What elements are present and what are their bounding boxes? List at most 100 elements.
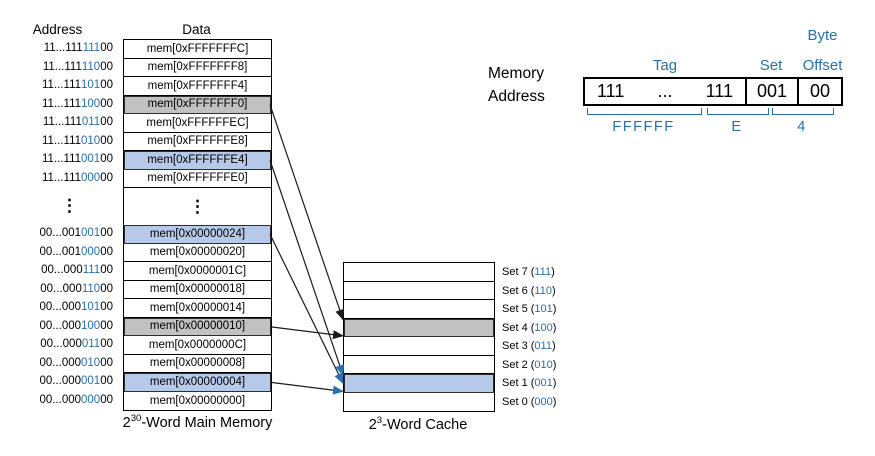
set-bits: 010	[81, 356, 101, 369]
memory-cell: mem[0xFFFFFFF4]	[124, 77, 271, 96]
data-column-header: Data	[182, 22, 211, 37]
memory-cell: mem[0x00000004]	[124, 373, 271, 392]
set-bits: 111	[82, 264, 101, 277]
cache-caption: 23-Word Cache	[343, 415, 493, 433]
caption-base: 2	[368, 417, 377, 433]
cache-set-label: Set 0 (000)	[502, 395, 557, 408]
hex-value-tag: FFFFFF	[612, 119, 675, 135]
mapping-arrow	[269, 233, 344, 385]
cache-set-row	[344, 356, 494, 374]
set-bits: 011	[81, 338, 101, 351]
cache-set-row	[344, 300, 494, 319]
tag-ellipsis: ...	[657, 81, 673, 101]
set-index-bits: 011	[534, 340, 552, 353]
memory-cell: mem[0x00000000]	[149, 394, 246, 407]
set-bits: 100	[81, 97, 101, 110]
set-bits: 001	[81, 375, 101, 388]
tag-field-label: Tag	[652, 57, 678, 74]
hex-bracket-low	[772, 108, 834, 115]
tag-field-value: 111 ... 111	[585, 79, 745, 104]
memory-cell: mem[0x00000018]	[124, 281, 271, 299]
set-bits: 011	[81, 116, 101, 129]
cache-set-label: Set 3 (011)	[502, 340, 556, 353]
mapping-arrow	[269, 326, 344, 340]
set-index-bits: 010	[534, 358, 553, 371]
set-index-bits: 000	[534, 395, 553, 408]
memory-address-label-line1: Memory	[488, 65, 544, 82]
cache-set-label: Set 6 (110)	[502, 284, 556, 297]
set-bits: 100	[81, 319, 101, 332]
memory-cell: mem[0x00000010]	[124, 317, 271, 336]
set-bits: 000	[81, 245, 101, 258]
offset-field-value: 00	[797, 79, 841, 104]
memory-cell: mem[0x00000008]	[124, 355, 271, 373]
cache-set-labels: Set 7 (111) Set 6 (110) Set 5 (101) Set 4 (…	[502, 263, 632, 411]
set-bits: 110	[81, 60, 101, 73]
memory-address-field-box: 111 ... 111 001 00	[583, 77, 843, 106]
set-index-bits: 111	[534, 266, 552, 279]
hex-bracket-mid	[707, 108, 769, 115]
cache-set-label: Set 5 (101)	[502, 303, 557, 316]
offset-field-label: Offset	[802, 57, 843, 74]
byte-field-label: Byte	[807, 27, 838, 44]
cache-set-label: Set 7 (111)	[502, 266, 555, 279]
memory-cell: mem[0x0000001C]	[124, 262, 271, 281]
main-memory-caption: 230-Word Main Memory	[60, 414, 335, 431]
set-bits: 010	[81, 134, 101, 147]
tag-right-bits: 111	[705, 81, 733, 101]
cache-set-label: Set 4 (100)	[502, 321, 557, 334]
caption-base: 2	[122, 415, 131, 431]
caption-rest: -Word Main Memory	[141, 415, 273, 431]
set-index-bits: 100	[534, 321, 553, 334]
set-bits: 110	[81, 282, 101, 295]
set-bits: 000	[81, 171, 101, 184]
memory-cell: mem[0xFFFFFFFC]	[124, 40, 271, 59]
set-index-bits: 101	[534, 303, 553, 316]
cache-set-row	[344, 393, 494, 412]
mapping-arrow	[269, 160, 345, 377]
caption-rest: -Word Cache	[382, 417, 468, 433]
caption-exponent: 3	[376, 415, 383, 427]
memory-cell: mem[0xFFFFFFE8]	[124, 133, 271, 151]
memory-address-label: Memory Address	[488, 62, 578, 108]
main-memory-table: mem[0xFFFFFFFC]mem[0xFFFFFFF8]mem[0xFFFF…	[123, 39, 272, 411]
set-bits: 101	[81, 79, 101, 92]
set-field-value: 001	[745, 79, 797, 104]
memory-address-label-line2: Address	[488, 88, 545, 105]
cache-set-label: Set 2 (010)	[502, 358, 557, 371]
memory-cell: mem[0x00000014]	[124, 299, 271, 318]
cache-table	[343, 262, 495, 412]
memory-cell: mem[0xFFFFFFE0]	[124, 170, 271, 188]
memory-ellipsis: ⋮	[189, 196, 206, 216]
cache-set-row	[344, 263, 494, 282]
memory-cell: mem[0xFFFFFFF0]	[124, 95, 271, 114]
cache-set-row	[344, 374, 494, 393]
cache-set-label: Set 1 (001)	[502, 377, 557, 390]
set-index-bits: 110	[534, 284, 552, 297]
cache-set-row	[344, 282, 494, 300]
address-column-header: Address	[32, 22, 83, 37]
mapping-arrow	[269, 104, 345, 321]
hex-value-mid: E	[731, 119, 743, 135]
set-bits: 001	[81, 227, 101, 240]
set-bits: 000	[81, 393, 101, 406]
set-index-bits: 001	[534, 377, 553, 390]
set-bits: 111	[82, 42, 101, 55]
